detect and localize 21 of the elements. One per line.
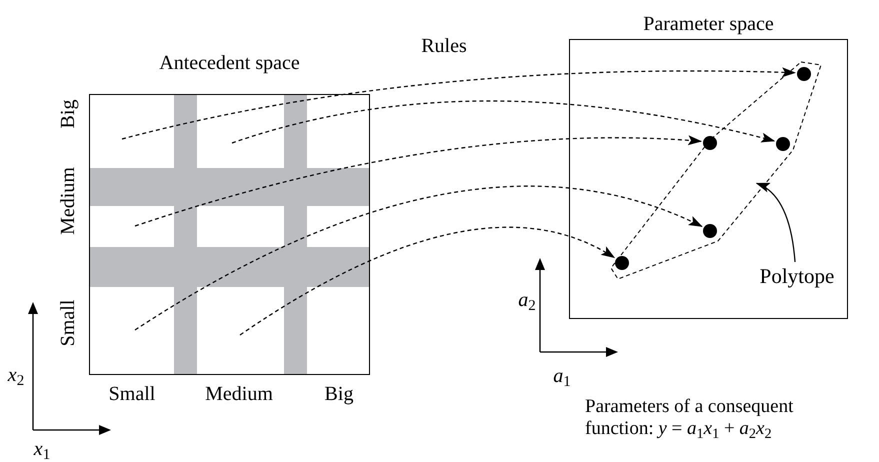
axis-category-label: Big — [324, 384, 354, 404]
polytope-label: Polytope — [753, 263, 841, 289]
arrow — [134, 186, 703, 330]
caption-text: Parameters of a consequent function: y = a$_{1}$x$_{1}$ + a$_{2}$x$_{2}$ — [585, 396, 794, 440]
arrow — [240, 226, 616, 336]
axis-label: x$_{1}$ — [34, 439, 50, 459]
arrow — [756, 182, 796, 262]
axis-category-label: Medium — [58, 167, 78, 235]
axis-label: a$_{1}$ — [553, 366, 571, 386]
panel-title: Antecedent space — [159, 53, 300, 73]
axis-category-label: Big — [58, 100, 78, 128]
arrow — [134, 136, 702, 227]
panel-title: Parameter space — [643, 14, 774, 34]
axis-label: a$_{2}$ — [518, 290, 536, 310]
axis-label: x$_{2}$ — [8, 365, 24, 385]
arrow — [232, 100, 776, 144]
rules-label: Rules — [421, 36, 467, 56]
axis-category-label: Medium — [205, 384, 273, 404]
arrow — [122, 67, 796, 140]
axis-category-label: Small — [58, 300, 78, 346]
axis-category-label: Small — [108, 384, 156, 404]
